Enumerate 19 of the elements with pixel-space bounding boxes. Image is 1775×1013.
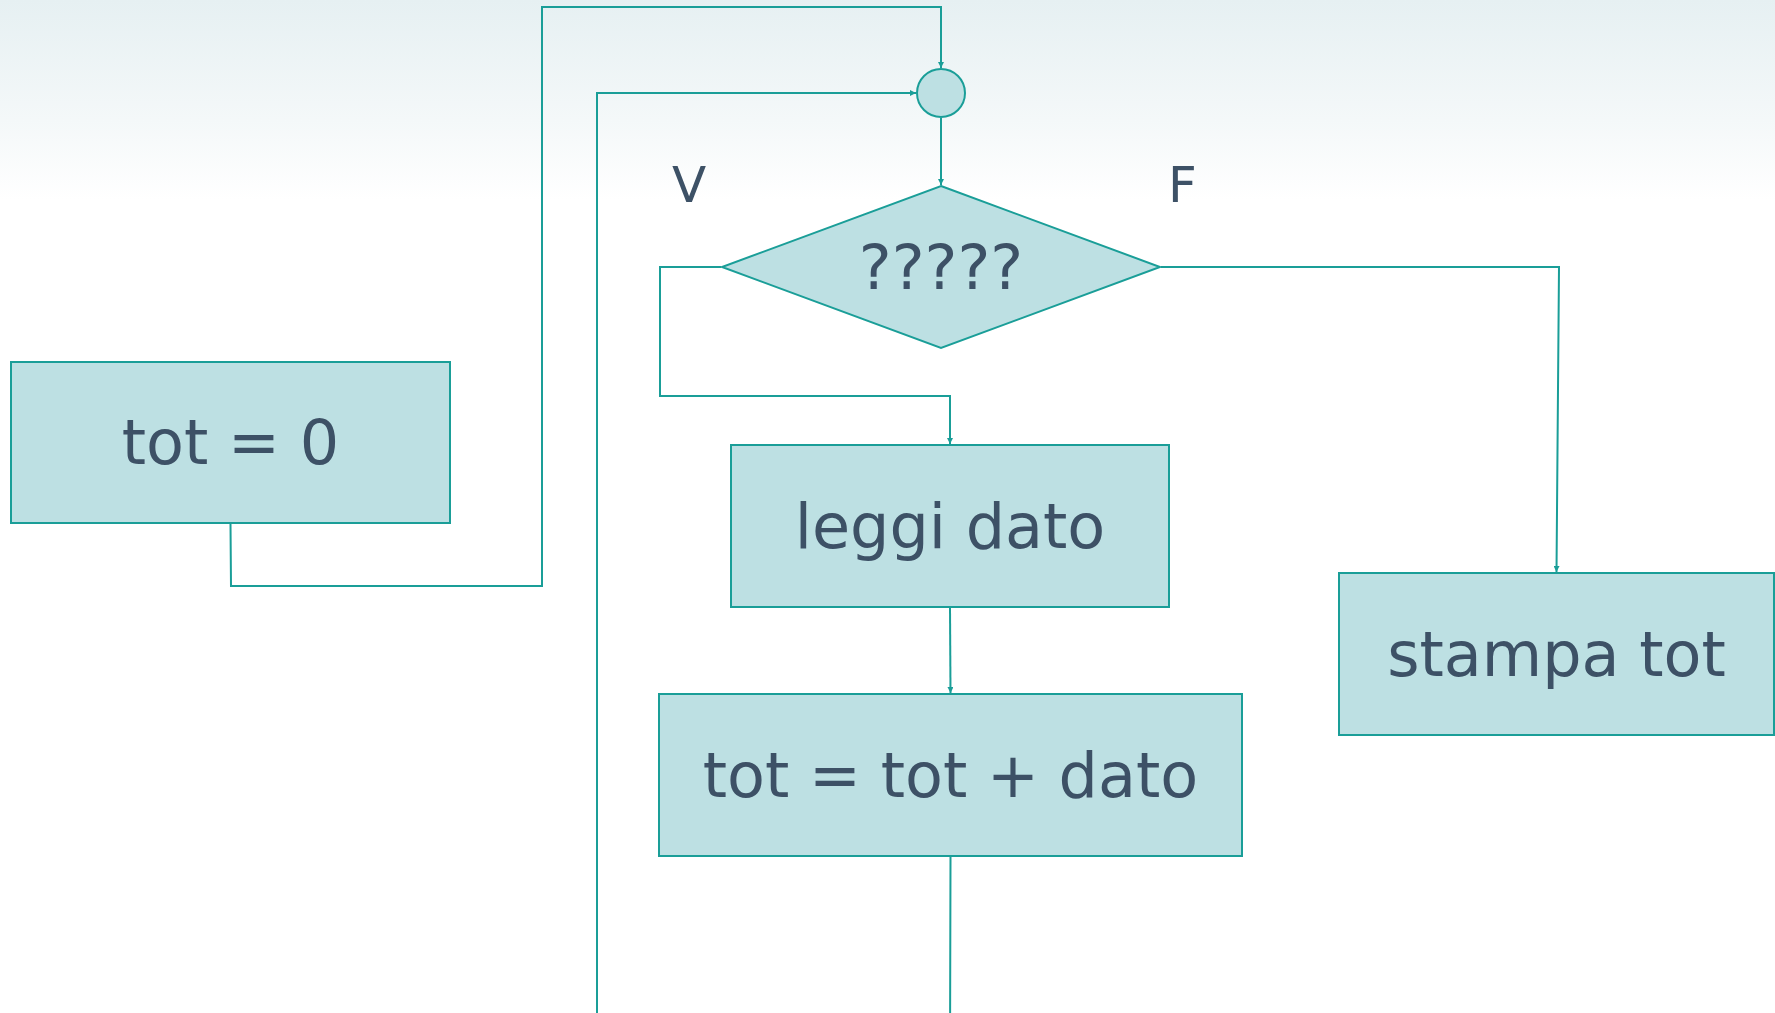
- arrow: [938, 117, 944, 186]
- node-text: tot = tot + dato: [702, 738, 1199, 812]
- process-box: [10, 361, 451, 524]
- process-box: [1338, 572, 1775, 736]
- process-box: [658, 693, 1243, 857]
- arrow: [596, 90, 952, 1013]
- process-box: [730, 444, 1170, 608]
- arrow: [947, 607, 954, 694]
- node-text: stampa tot: [1387, 617, 1726, 691]
- arrow: [1160, 266, 1560, 573]
- node-text: tot = 0: [121, 406, 340, 479]
- edge-label: F: [1168, 160, 1197, 210]
- decision-diamond: [721, 185, 1161, 349]
- arrow: [229, 6, 944, 587]
- node-text: ?????: [858, 230, 1024, 304]
- edge-label: V: [672, 160, 707, 210]
- connector-circle: [916, 68, 966, 118]
- arrow: [659, 266, 953, 445]
- node-text: leggi dato: [794, 489, 1106, 563]
